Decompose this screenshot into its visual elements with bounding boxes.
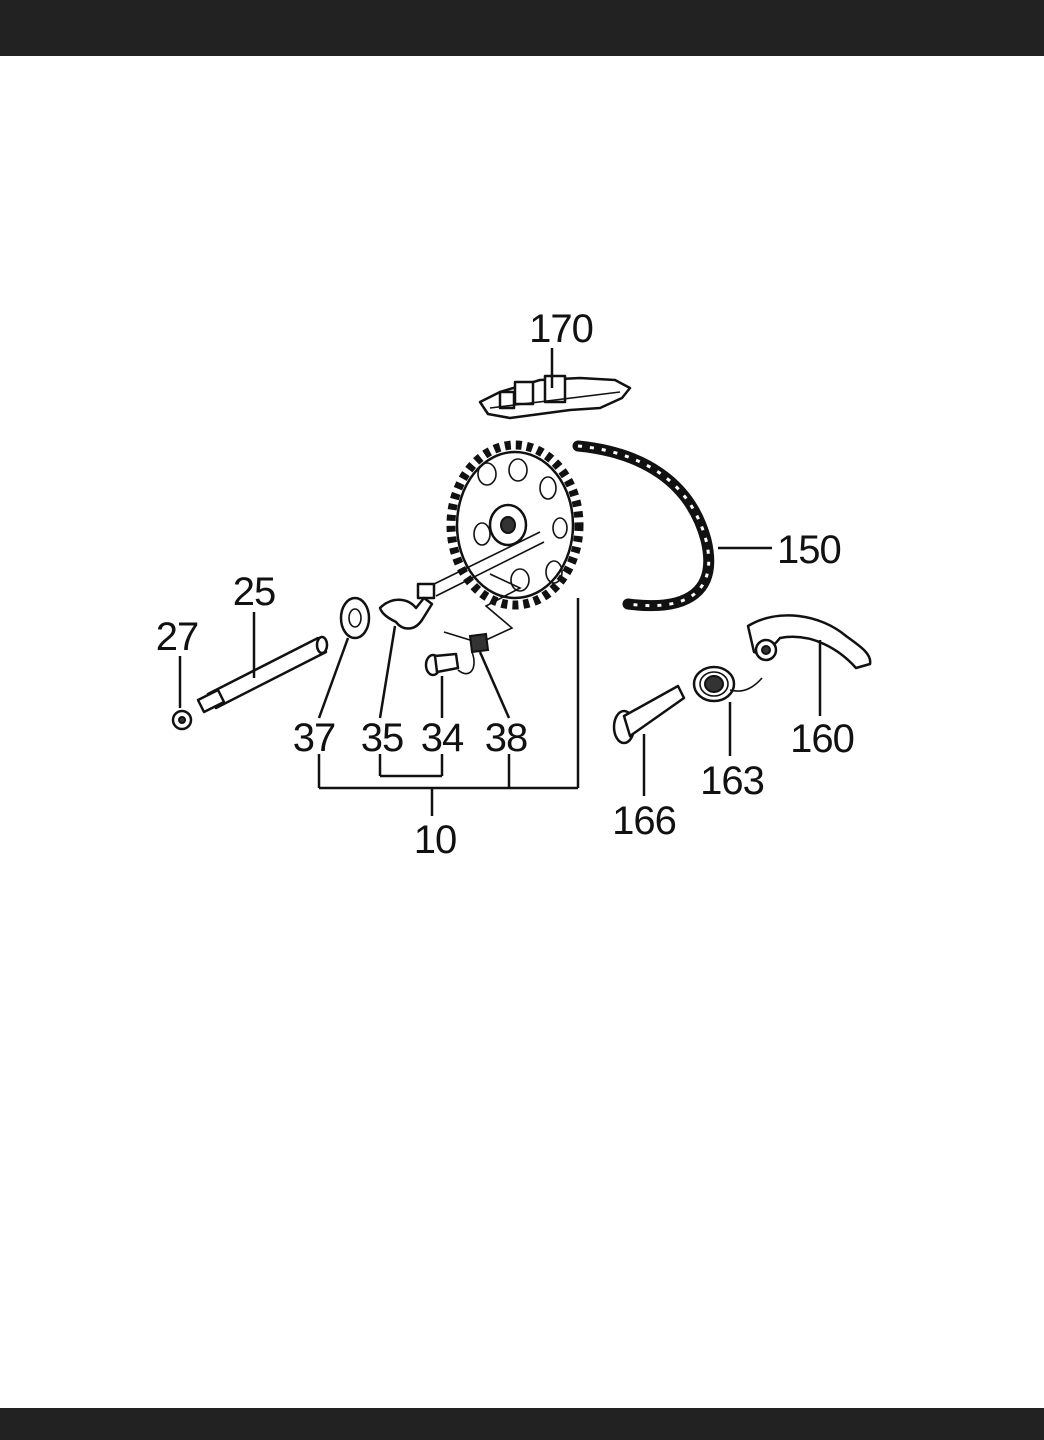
part-170-chain-guide (480, 376, 630, 418)
callout-10: 10 (414, 818, 457, 862)
callout-34: 34 (421, 716, 464, 760)
callout-37: 37 (293, 716, 336, 760)
part-160-tensioner-arm (748, 615, 870, 668)
bottom-bar (0, 1408, 1044, 1440)
callout-27: 27 (156, 615, 199, 659)
callout-166: 166 (612, 799, 676, 843)
callout-38: 38 (485, 716, 528, 760)
callout-150: 150 (777, 528, 841, 572)
camshaft-sprocket (451, 445, 579, 605)
callout-35: 35 (361, 716, 404, 760)
part-34-bolt (426, 654, 458, 675)
callout-170: 170 (529, 307, 593, 351)
part-35-decompressor-weight (380, 598, 432, 629)
callout-160: 160 (790, 717, 854, 761)
callout-25: 25 (233, 570, 276, 614)
part-25-camshaft (198, 637, 327, 712)
part-150-timing-chain (578, 446, 709, 606)
part-163-tensioner-spring (694, 667, 762, 701)
callout-163: 163 (700, 759, 764, 803)
part-166-tensioner-bolt (614, 686, 684, 743)
part-37-circlip (341, 598, 369, 638)
part-27-nut (173, 711, 191, 729)
